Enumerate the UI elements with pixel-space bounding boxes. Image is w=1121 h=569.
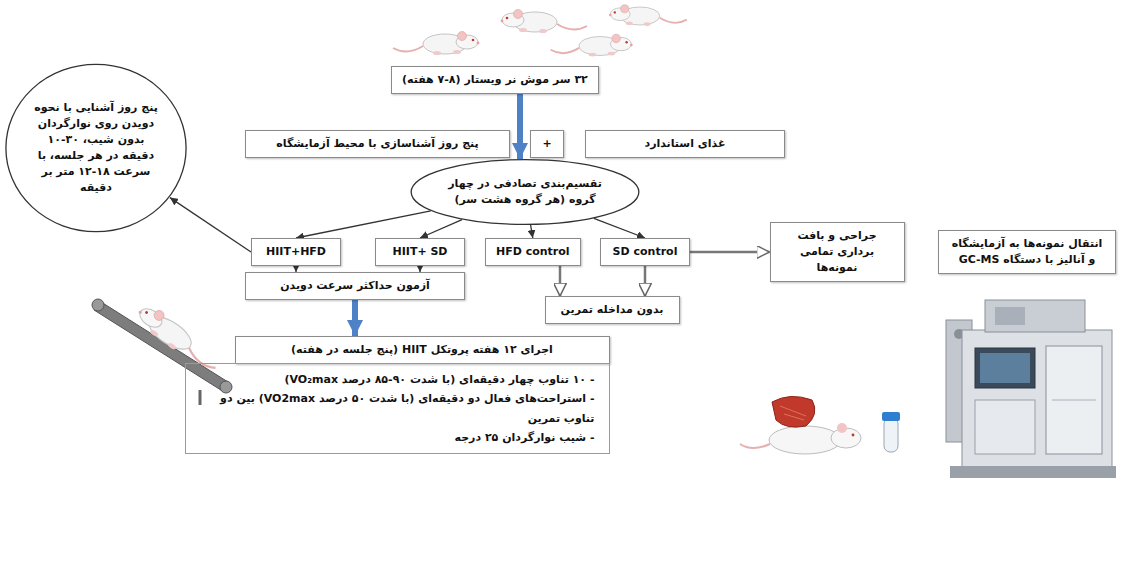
node-text: SD control [611,244,679,260]
group-box: SD control [600,238,690,266]
group-box: HIIT+HFD [251,238,341,266]
group-ellipse: تقسیم‌بندی تصادفی در چهار گروه (هر گروه … [410,159,640,225]
node-text: HFD control [496,244,570,260]
arrow-connector [420,220,462,238]
group-box: HIIT+ SD [375,238,465,266]
node-text: - استراحت‌های فعال دو دقیقه‌ای (با شدت ۵… [200,389,595,428]
treadmill-rat [92,299,232,405]
arrow-connector [644,266,647,296]
ellipse-outline [5,63,187,233]
arrow-connector [690,251,770,254]
ellipse-outline [410,159,640,225]
node-text: - ۱۰ تناوب چهار دقیقه‌ای (با شدت ۹۰-۸۵ د… [200,370,595,389]
start-box: ۳۲ سر موش نر ویستار (۸-۷ هفته) [391,66,599,94]
node-text: ۳۲ سر موش نر ویستار (۸-۷ هفته) [402,72,588,88]
dissected-rat [740,396,900,454]
process-box: غذای استاندارد [585,130,785,158]
node-text: بدون مداخله تمرین [556,302,669,318]
arrow-connector [594,218,645,238]
plus-box: + [530,130,564,158]
arrow-connector [170,198,251,252]
node-text: پنج روز آشناسازی با محیط آزمایشگاه [256,136,499,152]
node-text: + [541,136,553,152]
node-text: جراحی و بافت برداری تمامی نمونه‌ها [781,228,894,276]
group-box: HFD control [485,238,581,266]
familiarization-circle: پنج روز آشنایی با نحوه دویدن روی نوارگرد… [5,63,187,233]
node-text: انتقال نمونه‌ها به آزمایشگاه و آنالیز با… [949,236,1105,268]
node-text: تقسیم‌بندی تصادفی در چهار گروه (هر گروه … [440,176,610,208]
node-text: اجرای ۱۲ هفته پروتکل HIIT (پنج جلسه در ه… [246,342,599,358]
arrow-connector [559,266,562,296]
process-box: جراحی و بافت برداری تمامی نمونه‌ها [770,222,905,282]
node-text: آزمون حداکثر سرعت دویدن [256,278,454,294]
node-text: - شیب نوارگردان ۲۵ درجه [200,428,595,447]
test-box: آزمون حداکثر سرعت دویدن [245,272,465,300]
arrow-connector [352,300,358,336]
node-text: پنج روز آشنایی با نحوه دویدن روی نوارگرد… [31,100,161,196]
protocol-header: اجرای ۱۲ هفته پروتکل HIIT (پنج جلسه در ه… [235,336,610,364]
arrow-connector [296,211,431,238]
process-box: انتقال نمونه‌ها به آزمایشگاه و آنالیز با… [938,230,1116,274]
node-text: HIIT+ SD [386,244,454,260]
node-text: HIIT+HFD [262,244,330,260]
process-box: پنج روز آشناسازی با محیط آزمایشگاه [245,130,510,158]
arrow-connector [517,94,523,159]
gc-ms-instrument [946,300,1116,478]
no-exercise-box: بدون مداخله تمرین [545,296,680,324]
protocol-list: - ۱۰ تناوب چهار دقیقه‌ای (با شدت ۹۰-۸۵ د… [185,363,610,454]
arrow-connector [531,225,533,238]
mice-group [393,5,687,57]
node-text: غذای استاندارد [596,136,774,152]
